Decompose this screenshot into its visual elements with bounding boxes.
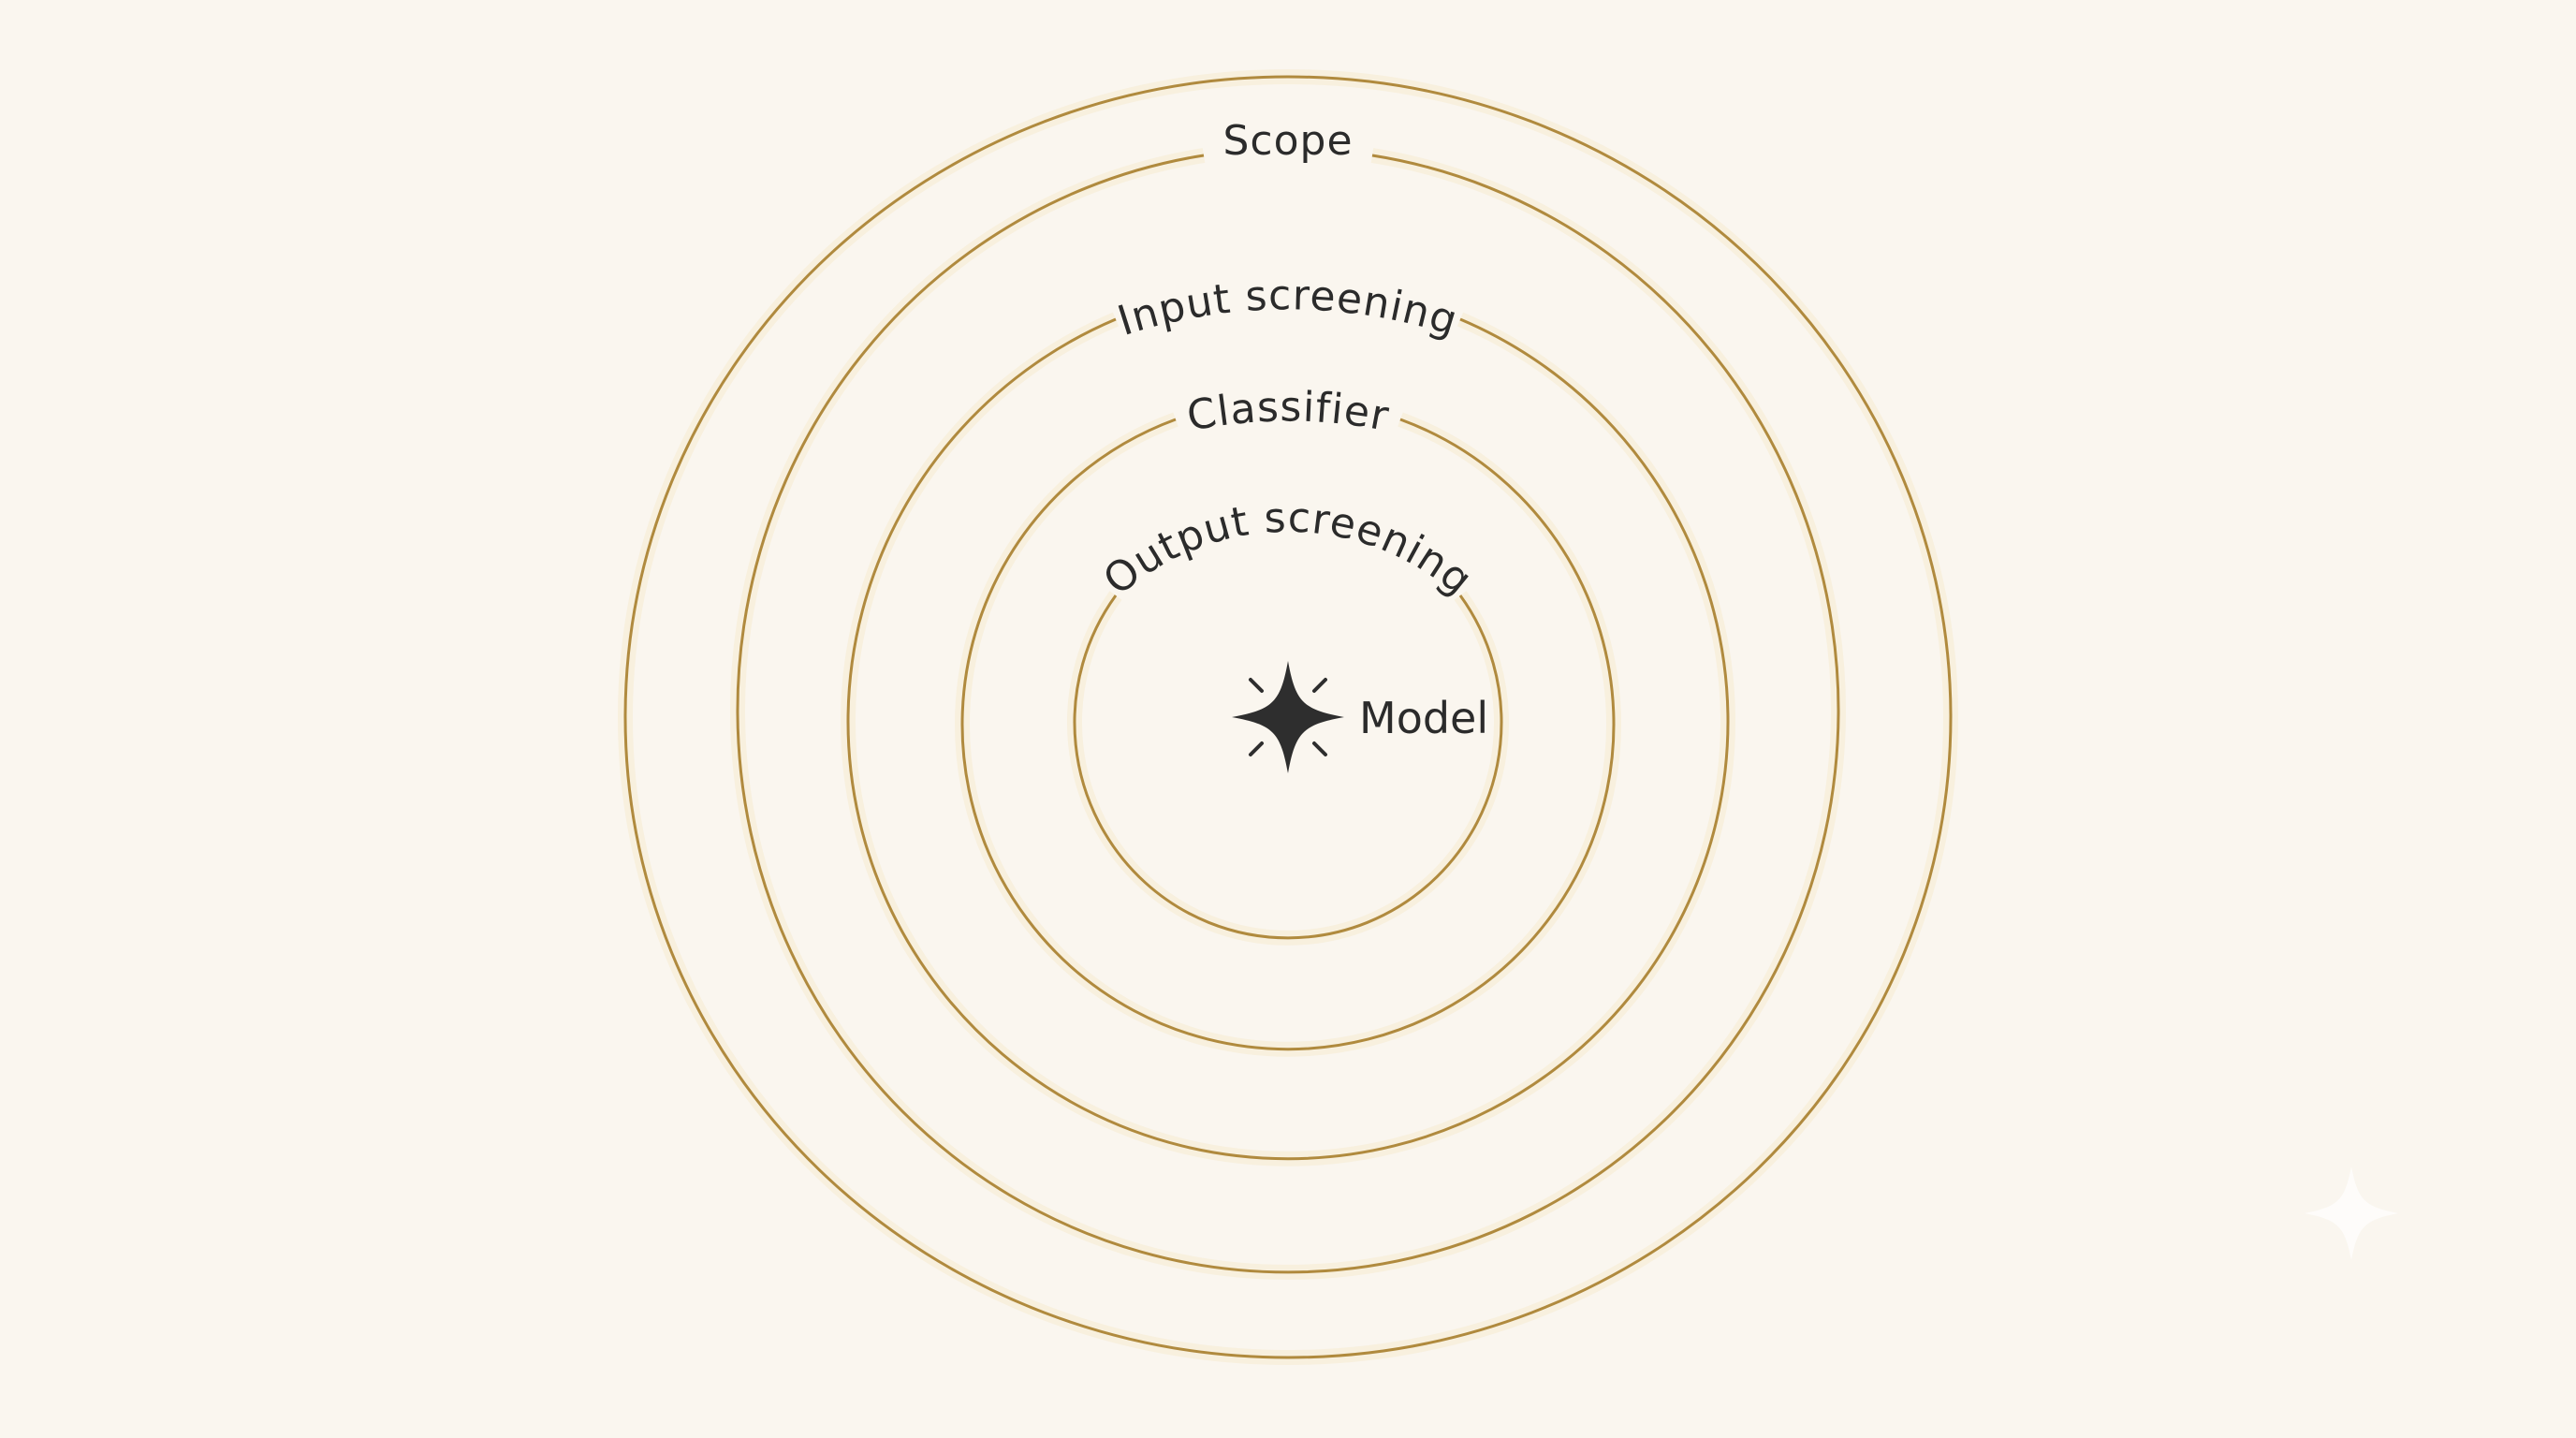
classifier-label: Classifier (1183, 383, 1393, 440)
scope-label: Scope (1222, 117, 1353, 165)
input-screening-ring (736, 154, 1840, 1274)
classifier-label-text: Classifier (1183, 383, 1392, 440)
sparkle-icon (1232, 661, 1344, 773)
layer-input-screening (730, 148, 1846, 1280)
layer-model-boundary (1067, 591, 1509, 946)
layer-output-screening (955, 412, 1621, 1057)
output-screening-label: Output screening (1094, 494, 1481, 605)
input-screening-label: Input screening (1112, 271, 1463, 345)
model-boundary-ring (1073, 594, 1503, 940)
model-label: Model (1359, 693, 1488, 743)
scope-ring (623, 75, 1953, 1359)
layer-scope (618, 69, 1958, 1365)
output-screening-ring (960, 418, 1616, 1051)
layer-classifier (841, 312, 1735, 1167)
input-screening-label-text: Input screening (1112, 271, 1462, 345)
classifier-ring (846, 317, 1730, 1161)
watermark-sparkle-icon (2305, 1167, 2398, 1260)
output-screening-label-text: Output screening (1094, 494, 1480, 605)
